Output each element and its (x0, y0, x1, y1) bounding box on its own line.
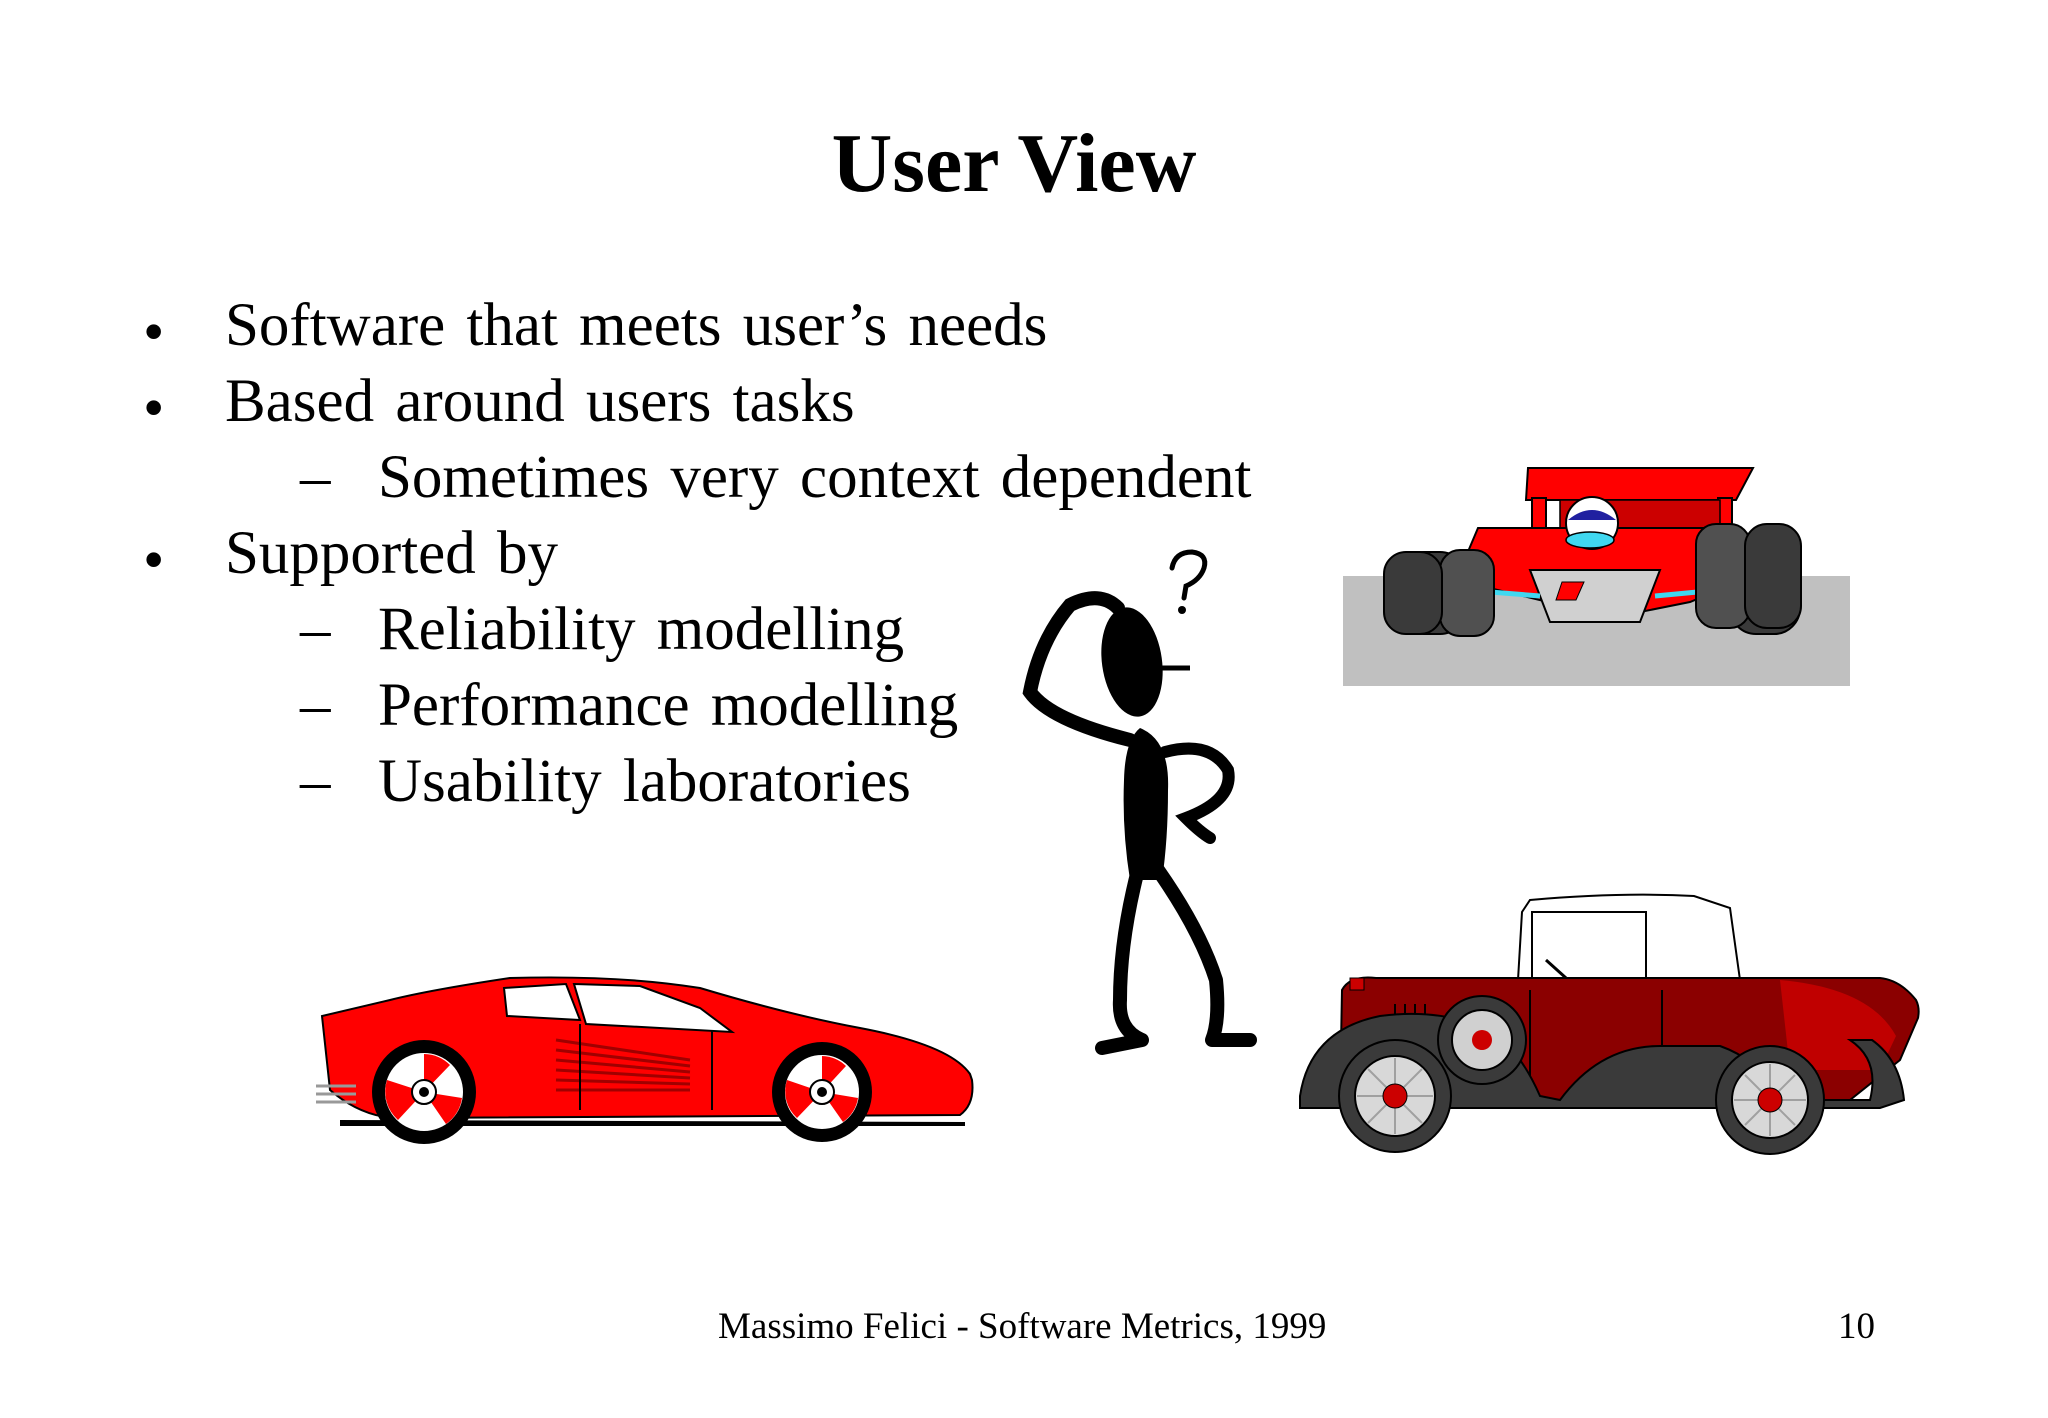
race-car-nose (1528, 569, 1662, 623)
vintage-car-wheel (1338, 1039, 1452, 1153)
sub-bullet-marker: – (300, 672, 331, 739)
sub-bullet-marker: – (300, 596, 331, 663)
sub-bullet-text: Reliability modelling (378, 596, 905, 663)
sports-car-illustration (316, 976, 974, 1144)
sub-bullet-marker: – (300, 444, 331, 511)
bullet-marker: • (143, 375, 165, 442)
rear-wing (1524, 467, 1755, 501)
bullet-marker: • (143, 527, 165, 594)
sub-bullet-marker: – (300, 748, 331, 815)
bullet-list: • Software that meets user’s needs • Bas… (0, 0, 1400, 900)
sub-bullet-text: Usability laboratories (378, 748, 911, 815)
footer-credit: Massimo Felici - Software Metrics, 1999 (718, 1306, 1327, 1347)
race-car-illustration (1343, 467, 1850, 686)
bullet-text: Supported by (225, 520, 559, 587)
slide-title: User View (831, 117, 1197, 210)
figure-head (1101, 607, 1163, 717)
race-car-tire (1383, 551, 1443, 635)
race-car-tire (1744, 523, 1802, 629)
bullet-text: Software that meets user’s needs (225, 292, 1048, 359)
vintage-car-wheel (1715, 1045, 1825, 1155)
puzzled-figure-illustration (1022, 549, 1257, 1055)
question-mark-icon (1169, 549, 1208, 601)
bullet-marker: • (143, 299, 165, 366)
sub-bullet-text: Performance modelling (378, 672, 959, 739)
vintage-car-illustration (1299, 893, 1920, 1155)
sports-car-wheel (772, 1042, 872, 1142)
bullet-text: Based around users tasks (225, 368, 855, 435)
vintage-car-spare-wheel (1437, 995, 1527, 1085)
sub-bullet-text: Sometimes very context dependent (378, 444, 1252, 511)
sports-car-wheel (372, 1040, 476, 1144)
page-number: 10 (1838, 1306, 1875, 1347)
figure-body (1123, 728, 1169, 880)
